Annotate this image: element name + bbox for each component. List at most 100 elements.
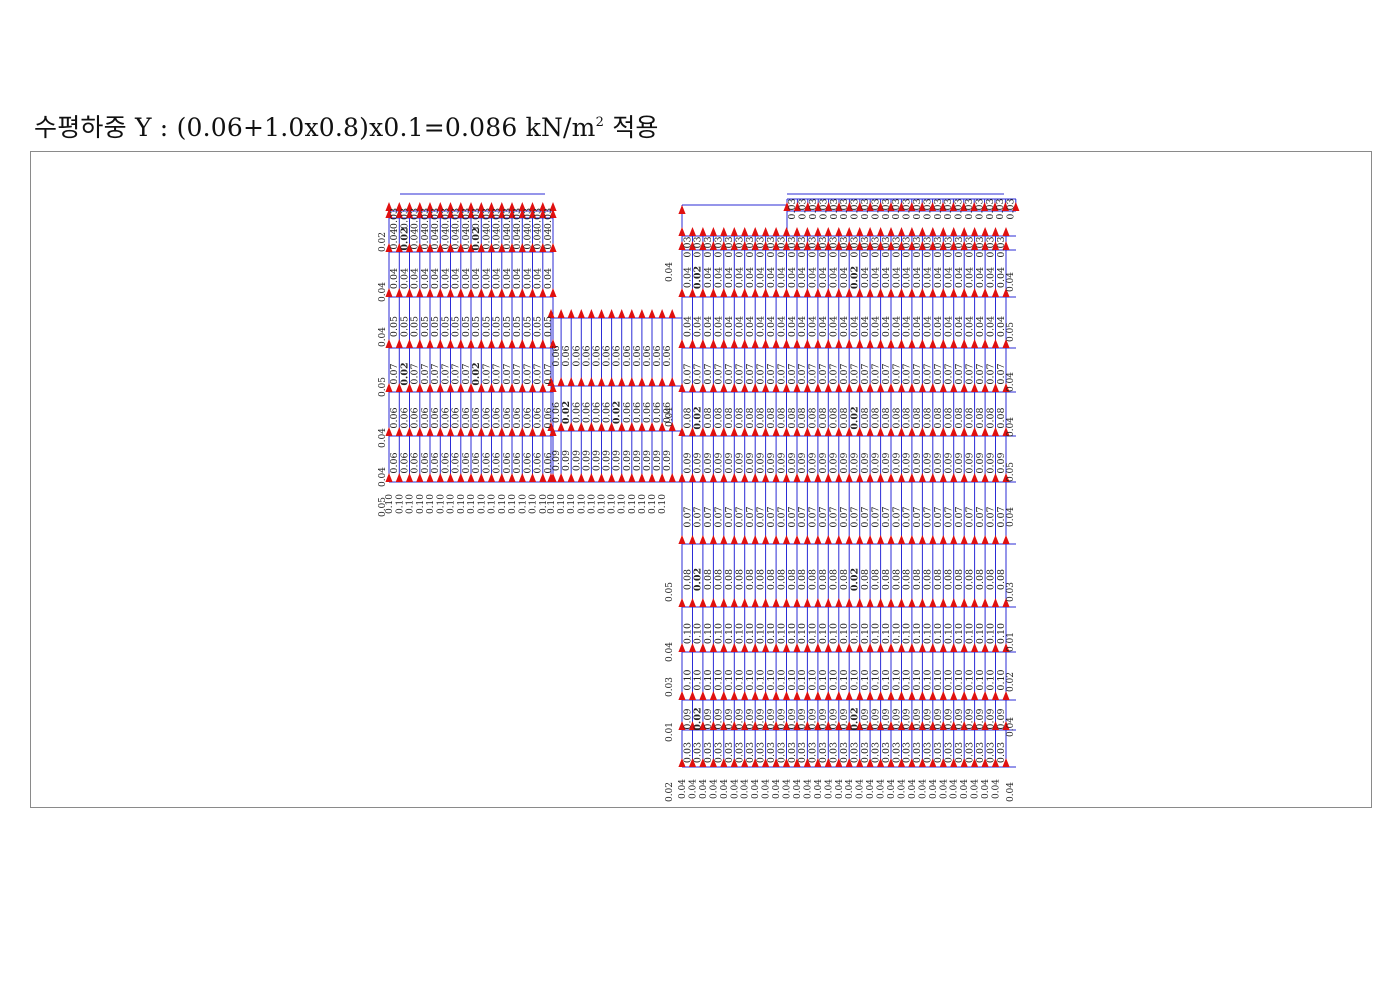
member-value-label: 0.08 [818, 569, 829, 590]
load-arrow [960, 339, 968, 348]
member-value-label: 0.04 [378, 282, 388, 302]
load-arrow [709, 473, 717, 482]
load-arrow [887, 643, 895, 652]
member-value-label: 0.10 [618, 494, 628, 514]
member-value-label: 0.09 [602, 450, 613, 471]
member-value-label: 0.05 [543, 316, 554, 337]
load-arrow [567, 377, 575, 386]
member-value-label: 0.07 [985, 506, 996, 527]
member-value-label: 0.03 [808, 742, 819, 763]
load-arrow [762, 758, 770, 767]
member-value-label: 0.06 [662, 402, 673, 423]
load-arrow [498, 339, 506, 348]
load-arrow [897, 598, 906, 607]
load-arrow [1002, 535, 1010, 544]
load-arrow [908, 202, 916, 211]
load-arrow [709, 427, 717, 436]
load-arrow [793, 598, 801, 607]
member-value-label: 0.05 [440, 316, 451, 337]
load-arrow [741, 241, 749, 250]
member-value-label: 0.10 [518, 494, 528, 514]
load-arrow [699, 598, 707, 607]
load-arrow [628, 309, 636, 318]
load-arrow [950, 339, 958, 348]
load-arrow [971, 691, 979, 700]
member-value-label: 0.03 [787, 742, 798, 763]
member-value-label: 0.09 [581, 450, 592, 471]
member-value-label: 0.05 [492, 316, 503, 337]
load-arrow [467, 383, 475, 392]
load-arrow [835, 339, 843, 348]
load-arrow [856, 202, 864, 211]
member-value-label: 0.04 [923, 316, 934, 337]
load-arrow [856, 598, 864, 607]
member-value-label: 0.03 [1006, 582, 1016, 602]
load-arrow [856, 535, 864, 544]
load-arrow [824, 598, 832, 607]
member-value-label: 0.04 [766, 267, 777, 288]
member-value-label: 0.09 [652, 450, 663, 471]
member-value-label: 0.04 [502, 268, 513, 289]
load-arrow [577, 422, 585, 431]
load-arrow [1002, 227, 1010, 236]
member-value-label: 0.04 [891, 316, 902, 337]
member-value-label: 0.08 [724, 407, 735, 428]
load-arrow [741, 691, 749, 700]
member-value-label: 0.03 [860, 236, 871, 257]
load-arrow [720, 691, 728, 700]
member-value-label: 0.09 [766, 452, 777, 473]
member-value-label: 0.07 [860, 506, 871, 527]
member-value-label: 0.09 [755, 708, 766, 729]
member-value-label: 0.04 [512, 228, 523, 249]
load-arrow [782, 758, 791, 767]
load-arrow [751, 241, 759, 250]
member-value-label: 0.10 [776, 623, 787, 644]
load-arrow [824, 241, 832, 250]
load-arrow [897, 691, 906, 700]
member-value-label: 0.10 [385, 494, 395, 514]
member-value-label: 0.10 [891, 623, 902, 644]
load-arrow [498, 202, 506, 211]
load-arrow [549, 339, 557, 348]
member-value-label: 0.08 [787, 407, 798, 428]
member-value-label: 0.05 [389, 316, 400, 337]
member-value-label: 0.03 [922, 198, 933, 219]
member-value-label: 0.04 [724, 267, 735, 288]
member-value-label: 0.03 [839, 742, 850, 763]
member-value-label: 0.04 [678, 779, 688, 799]
member-value-label: 0.07 [543, 363, 554, 384]
load-arrow [960, 535, 968, 544]
member-value-label: 0.04 [461, 228, 472, 249]
member-value-label: 0.06 [410, 452, 421, 473]
member-value-label: 0.02 [561, 401, 572, 424]
member-value-label: 0.03 [881, 198, 892, 219]
member-value-label: 0.05 [471, 316, 482, 337]
member-value-label: 0.06 [591, 345, 602, 366]
load-arrow [539, 209, 547, 218]
member-value-label: 0.08 [797, 569, 808, 590]
load-arrow [971, 758, 979, 767]
load-arrow [793, 227, 801, 236]
load-arrow [709, 227, 717, 236]
member-value-label: 0.06 [652, 402, 663, 423]
load-arrow [908, 427, 916, 436]
load-arrow [897, 288, 906, 297]
load-arrow [436, 473, 444, 482]
load-arrow [426, 202, 434, 211]
member-value-label: 0.07 [818, 506, 829, 527]
load-arrow [782, 643, 791, 652]
load-arrow [426, 288, 434, 297]
load-arrow [824, 383, 832, 392]
member-value-label: 0.10 [755, 669, 766, 690]
load-arrow [467, 209, 475, 218]
member-value-label: 0.09 [776, 452, 787, 473]
member-value-label: 0.04 [964, 316, 975, 337]
load-arrow [782, 535, 791, 544]
load-arrow [730, 241, 738, 250]
member-value-label: 0.04 [902, 316, 913, 337]
load-arrow [416, 202, 424, 211]
member-value-label: 0.04 [985, 316, 996, 337]
load-arrow [866, 721, 874, 730]
load-arrow [803, 643, 811, 652]
